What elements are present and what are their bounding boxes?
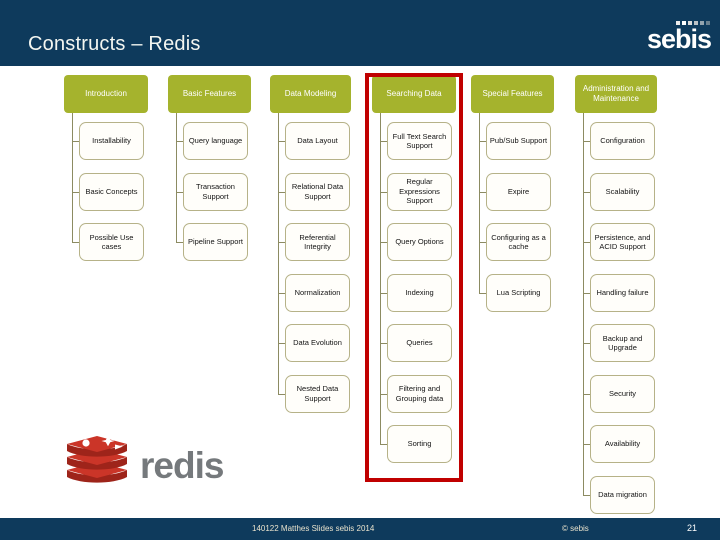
connector-stub — [479, 141, 486, 142]
connector-stub — [380, 141, 387, 142]
connector-line — [479, 113, 480, 293]
connector-stub — [176, 242, 183, 243]
feature-box: Nested Data Support — [285, 374, 350, 413]
feature-box: Availability — [590, 425, 655, 463]
footer-credit: 140122 Matthes Slides sebis 2014 — [252, 524, 375, 533]
column-header: Introduction — [64, 75, 148, 113]
feature-box: Lua Scripting — [486, 273, 551, 312]
footer-copyright: © sebis — [562, 524, 589, 533]
redis-stack-icon — [67, 436, 127, 483]
connector-line — [176, 113, 177, 242]
connector-stub — [380, 343, 387, 344]
feature-box: Pub/Sub Support — [486, 122, 551, 160]
connector-stub — [380, 444, 387, 445]
connector-stub — [176, 191, 183, 193]
connector-line — [380, 113, 381, 444]
connector-stub — [479, 191, 486, 193]
feature-box: Normalization — [285, 273, 350, 312]
connector-stub — [278, 141, 285, 142]
feature-box: Regular Expressions Support — [387, 172, 452, 211]
sebis-logo-text: sebis — [646, 24, 712, 54]
connector-line — [72, 113, 73, 242]
sebis-logo: sebis — [646, 21, 712, 54]
redis-logo-text: redis — [140, 444, 224, 486]
feature-box: Data migration — [590, 475, 655, 514]
feature-box: Expire — [486, 172, 551, 211]
connector-stub — [380, 242, 387, 243]
connector-stub — [278, 393, 285, 395]
connector-stub — [176, 141, 183, 142]
feature-box: Configuring as a cache — [486, 223, 551, 261]
column-header: Administration and Maintenance — [575, 75, 657, 113]
sebis-dot-icon — [688, 21, 692, 25]
feature-box: Scalability — [590, 172, 655, 211]
sebis-dot-icon — [694, 21, 698, 25]
feature-box: Data Layout — [285, 122, 350, 160]
column-header: Basic Features — [168, 75, 251, 113]
feature-box: Referential Integrity — [285, 223, 350, 261]
connector-stub — [72, 242, 79, 243]
feature-box: Configuration — [590, 122, 655, 160]
feature-box: Pipeline Support — [183, 223, 248, 261]
feature-box: Sorting — [387, 425, 452, 463]
connector-stub — [583, 292, 590, 294]
connector-stub — [583, 242, 590, 243]
feature-box: Queries — [387, 324, 452, 362]
feature-box: Indexing — [387, 273, 452, 312]
connector-line — [278, 113, 279, 394]
column-header: Special Features — [471, 75, 554, 113]
footer-page-number: 21 — [686, 523, 697, 533]
connector-stub — [278, 242, 285, 243]
connector-line — [583, 113, 584, 495]
connector-stub — [380, 393, 387, 395]
connector-stub — [72, 191, 79, 193]
feature-box: Possible Use cases — [79, 223, 144, 261]
sebis-dot-icon — [700, 21, 704, 25]
slide-title: Constructs – Redis — [28, 33, 201, 55]
feature-box: Transaction Support — [183, 172, 248, 211]
feature-box: Basic Concepts — [79, 172, 144, 211]
sebis-dot-icon — [682, 21, 686, 25]
slide-header: Constructs – Redis sebis — [0, 0, 720, 66]
connector-stub — [583, 141, 590, 142]
connector-stub — [583, 343, 590, 344]
feature-box: Query Options — [387, 223, 452, 261]
sebis-dot-icon — [676, 21, 680, 25]
redis-logo: redis — [64, 436, 224, 494]
connector-stub — [72, 141, 79, 142]
connector-stub — [583, 191, 590, 193]
feature-box: Persistence, and ACID Support — [590, 223, 655, 261]
feature-box: Filtering and Grouping data — [387, 374, 452, 413]
connector-stub — [479, 292, 486, 294]
connector-stub — [583, 494, 590, 496]
feature-box: Handling failure — [590, 273, 655, 312]
feature-box: Security — [590, 374, 655, 413]
feature-box: Backup and Upgrade — [590, 324, 655, 362]
connector-stub — [380, 191, 387, 193]
feature-box: Query language — [183, 122, 248, 160]
column-header: Data Modeling — [270, 75, 351, 113]
connector-stub — [278, 343, 285, 344]
feature-box: Relational Data Support — [285, 172, 350, 211]
feature-box: Data Evolution — [285, 324, 350, 362]
sebis-logo-dots-icon — [647, 21, 710, 25]
connector-stub — [583, 393, 590, 395]
connector-stub — [278, 292, 285, 294]
connector-stub — [479, 242, 486, 243]
slide-footer: 140122 Matthes Slides sebis 2014 © sebis… — [0, 518, 720, 540]
feature-box: Full Text Search Support — [387, 122, 452, 160]
column-header: Searching Data — [372, 75, 456, 113]
connector-stub — [583, 444, 590, 445]
connector-stub — [278, 191, 285, 193]
sebis-dot-icon — [706, 21, 710, 25]
feature-box: Installability — [79, 122, 144, 160]
connector-stub — [380, 292, 387, 294]
